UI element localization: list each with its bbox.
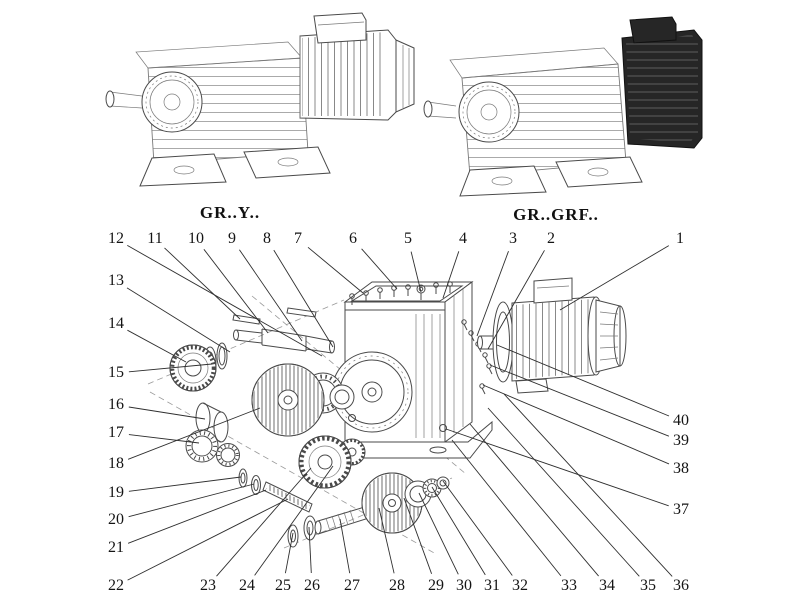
callout-3: 3 [509,230,517,247]
callout-24: 24 [239,577,255,594]
assembly-view-gr-y [105,12,415,187]
callout-37: 37 [673,501,689,518]
callout-9: 9 [228,230,236,247]
callout-19: 19 [108,484,124,501]
input-shaft [232,307,335,354]
callout-1: 1 [676,230,684,247]
callout-4: 4 [459,230,467,247]
callout-27: 27 [344,577,360,594]
callout-2: 2 [547,230,555,247]
callout-20: 20 [108,511,124,528]
motor [477,277,627,394]
intermediate-gears [298,435,366,489]
callout-10: 10 [188,230,204,247]
callout-11: 11 [147,230,163,247]
assembly-view-gr-grf [423,16,703,197]
callout-25: 25 [275,577,291,594]
callout-36: 36 [673,577,689,594]
callout-14: 14 [108,315,124,332]
callout-17: 17 [108,424,124,441]
callout-15: 15 [108,364,124,381]
callout-33: 33 [561,577,577,594]
callout-5: 5 [404,230,412,247]
callout-13: 13 [108,272,124,289]
callout-40: 40 [673,412,689,429]
pinion-shaft-group [238,468,313,513]
view-label-gr-y: GR..Y.. [199,203,261,222]
callout-21: 21 [108,539,124,556]
callout-28: 28 [389,577,405,594]
callout-30: 30 [456,577,472,594]
callout-18: 18 [108,455,124,472]
callout-38: 38 [673,460,689,477]
view-label-gr-grf: GR..GRF.. [513,205,599,224]
callout-16: 16 [108,396,124,413]
callout-26: 26 [304,577,320,594]
ribbed-pulley [251,363,355,437]
shaft-key [286,307,317,318]
callout-6: 6 [349,230,357,247]
callout-22: 22 [108,577,124,594]
callout-8: 8 [263,230,271,247]
callout-12: 12 [108,230,124,247]
seals-and-bearings [169,342,240,467]
callout-39: 39 [673,432,689,449]
gearbox-housing [321,281,493,459]
callout-35: 35 [640,577,656,594]
callout-29: 29 [428,577,444,594]
callout-23: 23 [200,577,216,594]
callout-34: 34 [599,577,615,594]
callout-7: 7 [294,230,302,247]
shaft-key [232,314,261,325]
callout-32: 32 [512,577,528,594]
exploded-view [147,277,627,555]
callout-31: 31 [484,577,500,594]
